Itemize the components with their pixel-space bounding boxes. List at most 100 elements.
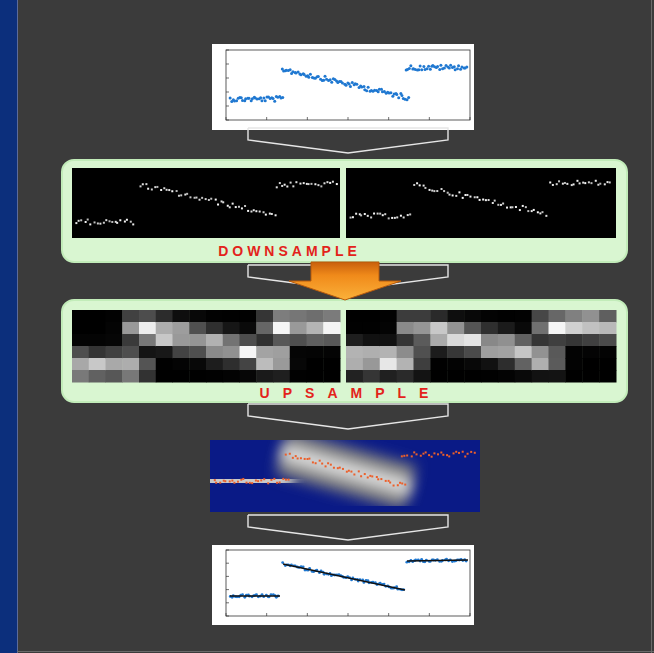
axis-tick bbox=[226, 602, 229, 603]
upsample-pixel bbox=[307, 310, 324, 323]
upsample-pixel bbox=[122, 370, 139, 383]
upsample-pixel bbox=[173, 358, 190, 371]
sample-pixel bbox=[180, 194, 182, 196]
upsample-pixel bbox=[223, 322, 240, 335]
sample-pixel bbox=[474, 452, 476, 454]
sample-pixel bbox=[531, 210, 533, 212]
upsample-pixel bbox=[549, 358, 566, 371]
sample-pixel bbox=[315, 462, 317, 464]
sample-pixel bbox=[367, 476, 369, 478]
sample-pixel bbox=[364, 213, 366, 215]
sample-pixel bbox=[448, 194, 450, 196]
sample-pixel bbox=[145, 183, 147, 185]
data-point bbox=[229, 97, 232, 100]
sample-pixel bbox=[476, 196, 478, 198]
sample-pixel bbox=[237, 481, 239, 483]
upsample-pixel bbox=[515, 370, 532, 383]
upsample-pixel bbox=[464, 370, 481, 383]
upsample-pixel bbox=[189, 334, 206, 347]
sample-pixel bbox=[276, 482, 278, 484]
upsample-pixel bbox=[273, 358, 290, 371]
data-point bbox=[259, 96, 262, 99]
panel-shape bbox=[62, 160, 627, 262]
upsample-pixel bbox=[430, 358, 447, 371]
upsample-pixel bbox=[307, 334, 324, 347]
upsample-pixel bbox=[532, 334, 549, 347]
upsample-pixel bbox=[290, 334, 307, 347]
sample-pixel bbox=[147, 188, 149, 190]
upsample-pixel bbox=[106, 358, 123, 371]
sample-pixel bbox=[428, 454, 430, 456]
fit-line bbox=[230, 595, 280, 596]
sample-pixel bbox=[321, 463, 323, 465]
upsample-pixel bbox=[122, 322, 139, 335]
upsample-pixel bbox=[223, 358, 240, 371]
sample-pixel bbox=[276, 186, 278, 188]
sample-pixel bbox=[160, 189, 162, 191]
upsample-pixel bbox=[290, 358, 307, 371]
data-point bbox=[453, 65, 456, 68]
upsample-pixel bbox=[565, 322, 582, 335]
sample-pixel bbox=[391, 217, 393, 219]
axis-tick bbox=[226, 92, 229, 93]
sample-pixel bbox=[156, 186, 158, 188]
axis-tick bbox=[226, 563, 229, 564]
upsample-pixel bbox=[397, 310, 414, 323]
sample-pixel bbox=[312, 461, 314, 463]
strip-edge bbox=[17, 0, 18, 653]
sample-pixel bbox=[289, 453, 291, 455]
upsample-pixel bbox=[106, 370, 123, 383]
flow-bracket bbox=[248, 404, 448, 429]
data-point bbox=[422, 65, 425, 68]
axis-tick bbox=[226, 589, 229, 590]
sample-pixel bbox=[533, 209, 535, 211]
data-point bbox=[262, 97, 265, 100]
sample-pixel bbox=[244, 205, 246, 207]
data-point bbox=[363, 85, 366, 88]
sample-pixel bbox=[431, 456, 433, 458]
axis-tick bbox=[226, 117, 227, 120]
sample-pixel bbox=[482, 199, 484, 201]
upsample-pixel bbox=[89, 310, 106, 323]
sample-pixel bbox=[609, 181, 611, 183]
upsample-pixel bbox=[565, 358, 582, 371]
sample-pixel bbox=[238, 206, 240, 208]
upsample-pixel bbox=[532, 358, 549, 371]
sample-pixel bbox=[545, 215, 547, 217]
upsample-pixel bbox=[223, 346, 240, 359]
upsample-pixel bbox=[380, 370, 397, 383]
sample-pixel bbox=[584, 182, 586, 184]
sample-pixel bbox=[458, 191, 460, 193]
axis-tick bbox=[388, 117, 389, 120]
chart-axes bbox=[226, 50, 470, 120]
sample-pixel bbox=[94, 221, 96, 223]
flow-arrow bbox=[289, 262, 401, 300]
sample-pixel bbox=[253, 209, 255, 211]
upsample-pixel bbox=[307, 370, 324, 383]
sample-pixel bbox=[267, 482, 269, 484]
axis-tick bbox=[470, 613, 471, 616]
sample-pixel bbox=[350, 471, 352, 473]
sample-pixel bbox=[377, 478, 379, 480]
upsample-pixel bbox=[256, 334, 273, 347]
sample-pixel bbox=[442, 454, 444, 456]
axis-tick bbox=[348, 613, 349, 616]
sample-pixel bbox=[502, 203, 504, 205]
upsample-pixel bbox=[397, 370, 414, 383]
sample-pixel bbox=[485, 199, 487, 201]
upsample-pixel bbox=[323, 358, 340, 371]
upsample-pixel bbox=[156, 370, 173, 383]
sample-pixel bbox=[420, 455, 422, 457]
upsample-pixel bbox=[397, 322, 414, 335]
sample-pixel bbox=[360, 475, 362, 477]
sample-pixel bbox=[232, 203, 234, 205]
process-panel: UPSAMPLE bbox=[62, 300, 627, 402]
sample-pixel bbox=[263, 478, 265, 480]
sample-pixel bbox=[199, 199, 201, 201]
upsample-pixel bbox=[582, 370, 599, 383]
data-point bbox=[439, 64, 442, 67]
sample-pixel bbox=[447, 192, 449, 194]
sample-pixel bbox=[407, 214, 409, 216]
upsample-pixel bbox=[256, 370, 273, 383]
chart-background bbox=[212, 545, 474, 625]
